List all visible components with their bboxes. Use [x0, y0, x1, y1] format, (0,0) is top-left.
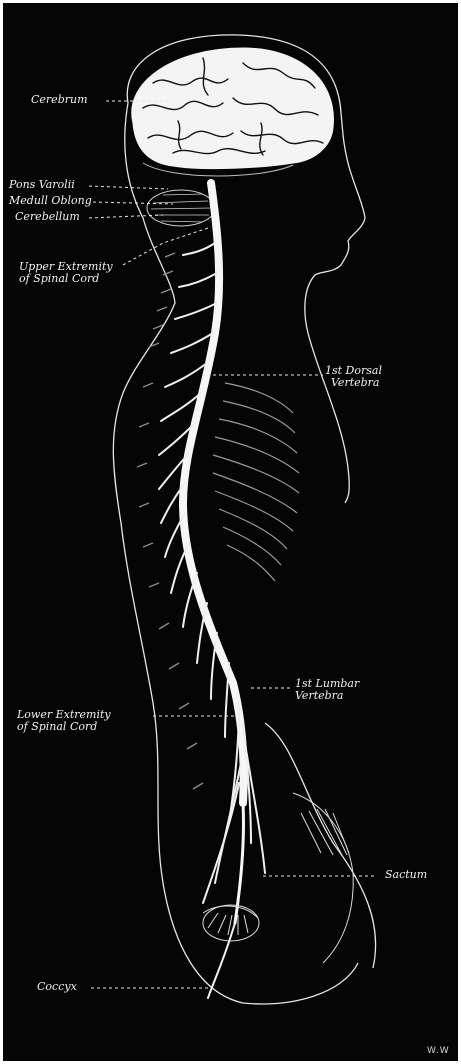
- illustration-plate: Cerebrum Pons Varolii Medull Oblong Cere…: [3, 3, 458, 1061]
- label-first-dorsal-line2: Vertebra: [325, 377, 382, 389]
- label-cerebellum: Cerebellum: [15, 211, 80, 223]
- label-medulla-oblongata: Medull Oblong: [9, 195, 92, 207]
- leader-lines: [89, 101, 375, 988]
- vertebrae: [137, 253, 203, 789]
- label-first-lumbar-line2: Vertebra: [295, 690, 359, 702]
- label-upper-extremity: Upper Extremity of Spinal Cord: [19, 261, 113, 285]
- label-lower-extremity-line2: of Spinal Cord: [17, 721, 111, 733]
- label-pons-varolii: Pons Varolii: [9, 179, 75, 191]
- anatomy-illustration: [3, 3, 458, 1061]
- label-coccyx: Coccyx: [37, 981, 77, 993]
- label-sacrum: Sactum: [385, 869, 427, 881]
- label-first-dorsal: 1st Dorsal Vertebra: [325, 365, 382, 389]
- cerebellum-figure: [147, 190, 215, 226]
- cerebrum-figure: [132, 48, 334, 176]
- sacrum-figure: [203, 793, 353, 963]
- ribs: [213, 383, 299, 581]
- label-upper-extremity-line2: of Spinal Cord: [19, 273, 113, 285]
- label-cerebrum: Cerebrum: [31, 94, 88, 106]
- artist-signature: W.W: [427, 1046, 450, 1056]
- label-first-lumbar: 1st Lumbar Vertebra: [295, 678, 359, 702]
- label-lower-extremity: Lower Extremity of Spinal Cord: [17, 709, 111, 733]
